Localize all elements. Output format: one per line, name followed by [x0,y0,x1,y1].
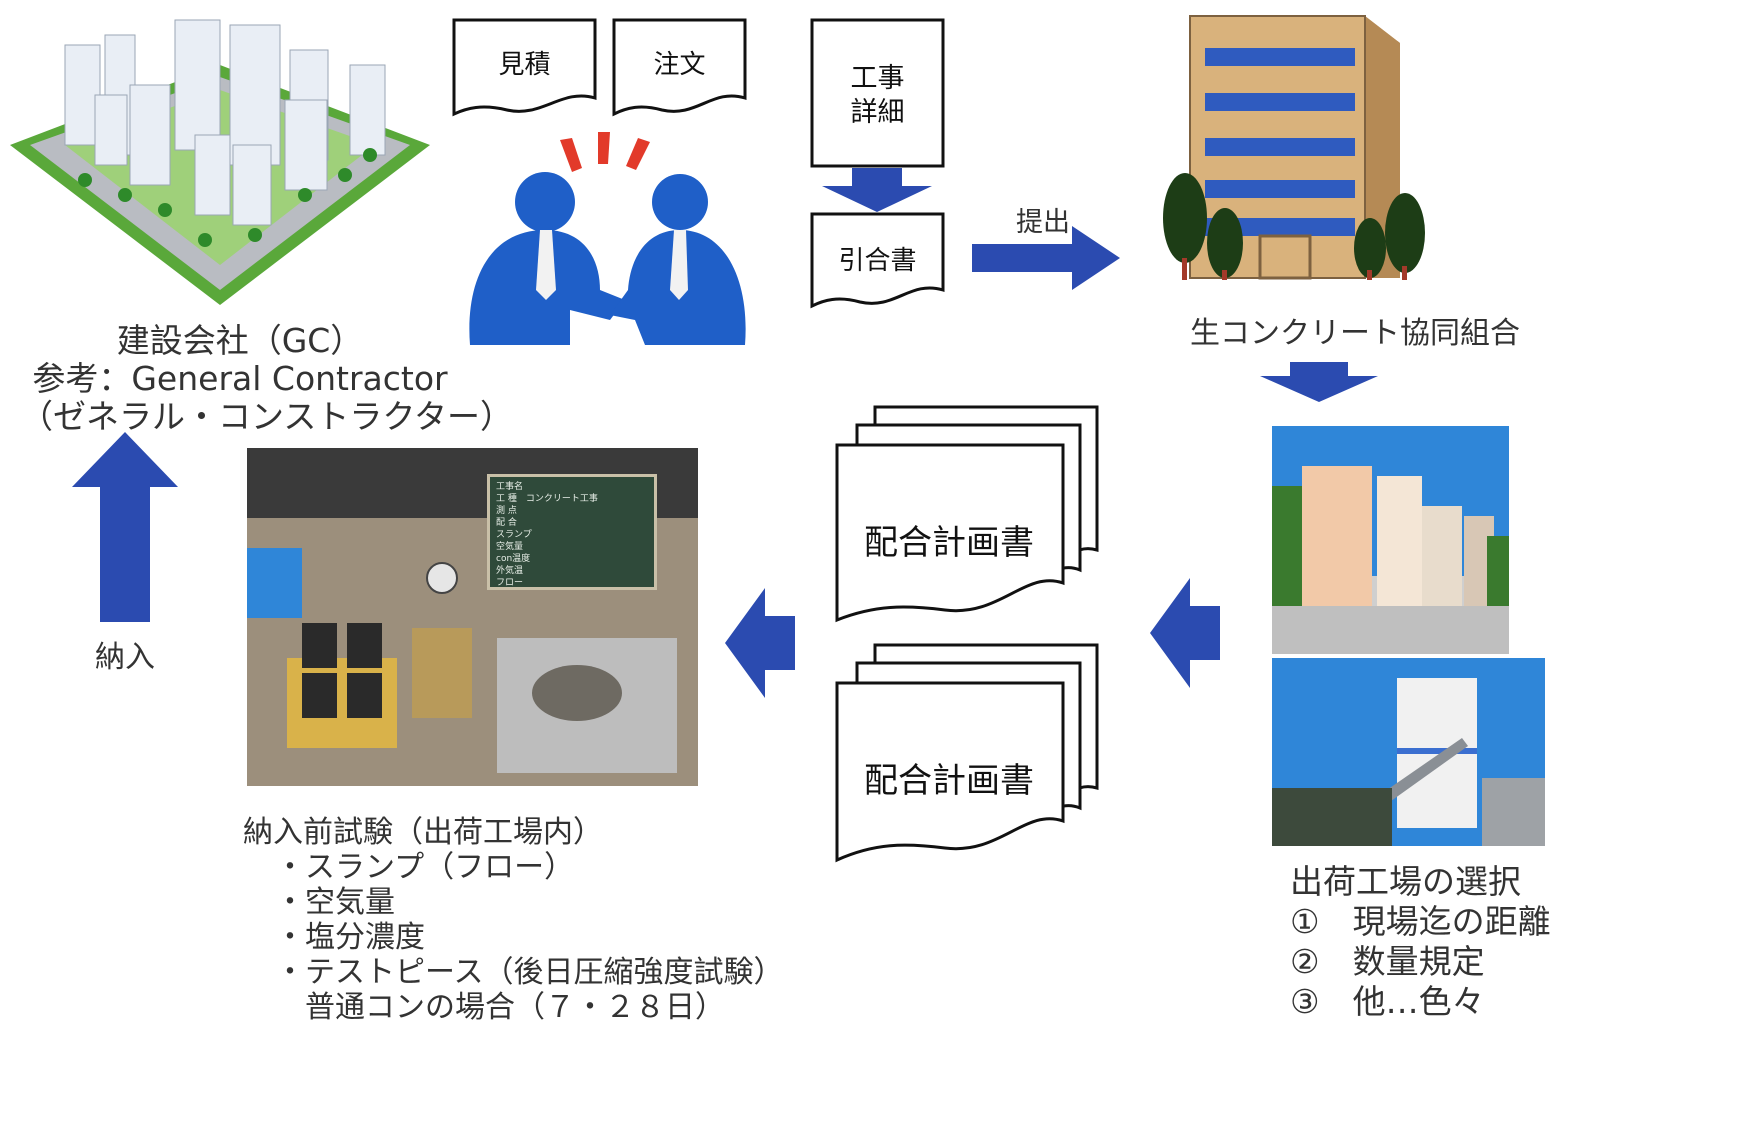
document-koji-shosai: 工事 詳細 [810,18,945,168]
blackboard-line: 測 点 [496,506,517,516]
pretest-item: ・塩分濃度 [275,920,425,955]
document-label: 注文 [653,50,706,80]
cooperative-building-illustration [1160,8,1430,288]
plant-photo-1 [1272,426,1509,654]
blackboard-line: 配 合 [496,518,517,528]
blackboard-line: フロー [496,578,524,588]
pretest-caption: 納入前試験（出荷工場内） ・スランプ（フロー） ・空気量 ・塩分濃度 ・テストピ… [243,815,784,1025]
pretest-photo: 工事名 工 種 コンクリート工事 測 点 配 合 スランプ 空気量 con温度 … [247,448,698,786]
document-label: 引合書 [838,246,917,276]
left-arrow-icon [725,588,795,698]
left-arrow-icon [1150,578,1220,688]
document-stack-haigo-2: 配合計画書 [835,643,1100,865]
blackboard: 工事名 工 種 コンクリート工事 測 点 配 合 スランプ 空気量 con温度 … [487,474,657,590]
contractor-caption: 建設会社（GC） 参考：General Contractor （ゼネラル・コンス… [20,321,514,436]
city-illustration [5,5,430,305]
pretest-item: ・テストピース（後日圧縮強度試験） [275,955,784,990]
nonyu-label: 納入 [95,640,155,675]
teishutsu-label: 提出 [1016,207,1070,238]
blackboard-line: 工事名 [496,482,524,492]
document-stack-haigo-1: 配合計画書 [835,405,1100,625]
blackboard-line: 空気量 [496,542,524,552]
document-label: 配合計画書 [864,761,1034,801]
blackboard-line: con温度 [496,554,531,564]
plant-selection-title: 出荷工場の選択 [1290,862,1521,901]
blackboard-line: 外気温 [496,566,524,576]
pretest-item: ・空気量 [275,885,395,920]
contractor-name: 建設会社（GC） [116,321,364,360]
right-arrow-icon [972,226,1120,290]
document-label: 配合計画書 [864,523,1034,563]
pretest-title: 納入前試験（出荷工場内） [243,815,603,850]
document-label: 見積 [498,50,551,80]
down-arrow-icon [1260,362,1378,402]
handshake-illustration [460,130,750,350]
blackboard-line: スランプ [496,530,532,540]
plant-photo-2 [1272,658,1545,846]
contractor-reading: （ゼネラル・コンストラクター） [20,397,514,436]
plant-selection-item: ① 現場迄の距離 [1290,902,1551,941]
document-hikiaisho: 引合書 [810,212,945,312]
document-label: 工事 詳細 [850,63,905,128]
cooperative-name: 生コンクリート協同組合 [1190,316,1520,351]
down-arrow-icon [822,168,932,212]
document-mitsumori: 見積 [452,18,597,118]
pretest-item: 普通コンの場合（７・２８日） [275,990,725,1025]
plant-selection-item: ③ 他…色々 [1290,982,1485,1021]
plant-selection-caption: 出荷工場の選択 ① 現場迄の距離 ② 数量規定 ③ 他…色々 [1290,862,1551,1022]
blackboard-line: 工 種 コンクリート工事 [496,494,598,504]
pretest-item: ・スランプ（フロー） [275,850,575,885]
contractor-note: 参考：General Contractor [32,359,448,398]
up-arrow-icon [72,432,178,622]
plant-selection-item: ② 数量規定 [1290,942,1485,981]
document-chumon: 注文 [612,18,747,118]
